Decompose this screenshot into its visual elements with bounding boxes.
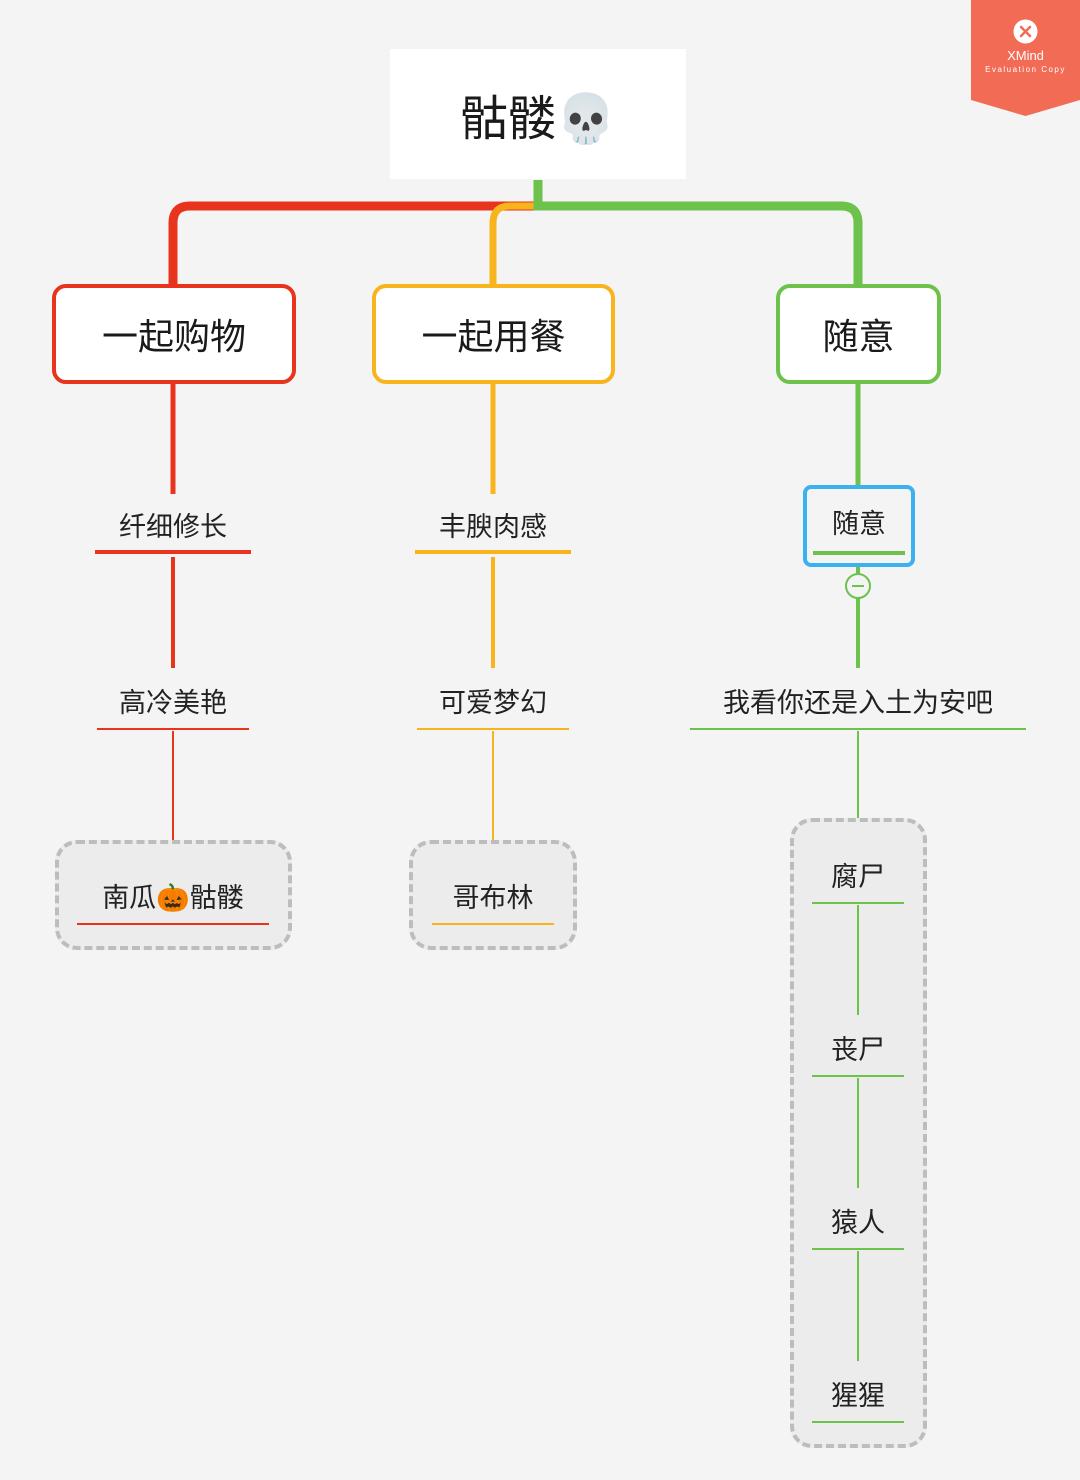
- collapse-toggle-icon[interactable]: [845, 573, 871, 599]
- watermark-ribbon: [971, 0, 1080, 116]
- connector-root-shopping: [168, 180, 543, 284]
- leaf-casual-1-label: 腐尸: [831, 861, 885, 893]
- root-topic[interactable]: 骷髅💀: [390, 49, 686, 179]
- topic-dining[interactable]: 一起用餐: [372, 284, 615, 384]
- subtopic-shopping-2[interactable]: 高冷美艳: [97, 670, 249, 730]
- underline: [417, 728, 569, 730]
- underline: [415, 550, 571, 554]
- leaf-casual-3[interactable]: 猿人: [812, 1190, 904, 1250]
- subtopic-casual-1-selected[interactable]: 随意: [803, 485, 915, 567]
- topic-casual[interactable]: 随意: [776, 284, 941, 384]
- topic-dining-label: 一起用餐: [421, 317, 566, 358]
- subtopic-casual-1-label: 随意: [832, 508, 886, 540]
- underline: [432, 923, 554, 925]
- topic-shopping-label: 一起购物: [101, 317, 246, 358]
- connector-root-casual: [533, 180, 863, 284]
- underline: [812, 1421, 904, 1423]
- leaf-casual-4-label: 猩猩: [831, 1380, 885, 1412]
- underline: [813, 551, 905, 555]
- connector-root-dining: [489, 180, 542, 284]
- leaf-shopping-1[interactable]: 南瓜🎃骷髅: [77, 865, 269, 925]
- watermark-name: XMind: [1007, 48, 1044, 63]
- underline: [690, 728, 1026, 730]
- underline: [812, 902, 904, 904]
- root-topic-label: 骷髅💀: [460, 91, 616, 147]
- xmind-watermark: XMind Evaluation Copy: [971, 0, 1080, 116]
- leaf-casual-2[interactable]: 丧尸: [812, 1017, 904, 1077]
- subtopic-casual-2-label: 我看你还是入土为安吧: [723, 687, 993, 719]
- group-shopping: [55, 840, 292, 950]
- underline: [77, 923, 269, 925]
- subtopic-shopping-1[interactable]: 纤细修长: [95, 494, 251, 554]
- close-icon: [1013, 19, 1038, 44]
- leaf-casual-2-label: 丧尸: [831, 1034, 885, 1066]
- subtopic-dining-1-label: 丰腴肉感: [439, 511, 547, 543]
- subtopic-dining-2[interactable]: 可爱梦幻: [417, 670, 569, 730]
- subtopic-shopping-2-label: 高冷美艳: [119, 687, 227, 719]
- group-dining: [409, 840, 577, 950]
- underline: [95, 550, 251, 554]
- subtopic-shopping-1-label: 纤细修长: [119, 511, 227, 543]
- subtopic-dining-1[interactable]: 丰腴肉感: [415, 494, 571, 554]
- topic-casual-label: 随意: [822, 317, 895, 358]
- subtopic-dining-2-label: 可爱梦幻: [439, 687, 547, 719]
- leaf-casual-1[interactable]: 腐尸: [812, 844, 904, 904]
- leaf-casual-4[interactable]: 猩猩: [812, 1363, 904, 1423]
- leaf-dining-1[interactable]: 哥布林: [432, 865, 554, 925]
- topic-shopping[interactable]: 一起购物: [52, 284, 296, 384]
- underline: [812, 1075, 904, 1077]
- leaf-shopping-1-label: 南瓜🎃骷髅: [102, 882, 244, 914]
- underline: [812, 1248, 904, 1250]
- leaf-casual-3-label: 猿人: [831, 1207, 885, 1239]
- leaf-dining-1-label: 哥布林: [452, 882, 534, 914]
- subtopic-casual-2[interactable]: 我看你还是入土为安吧: [690, 670, 1026, 730]
- watermark-subtitle: Evaluation Copy: [985, 65, 1066, 74]
- underline: [97, 728, 249, 730]
